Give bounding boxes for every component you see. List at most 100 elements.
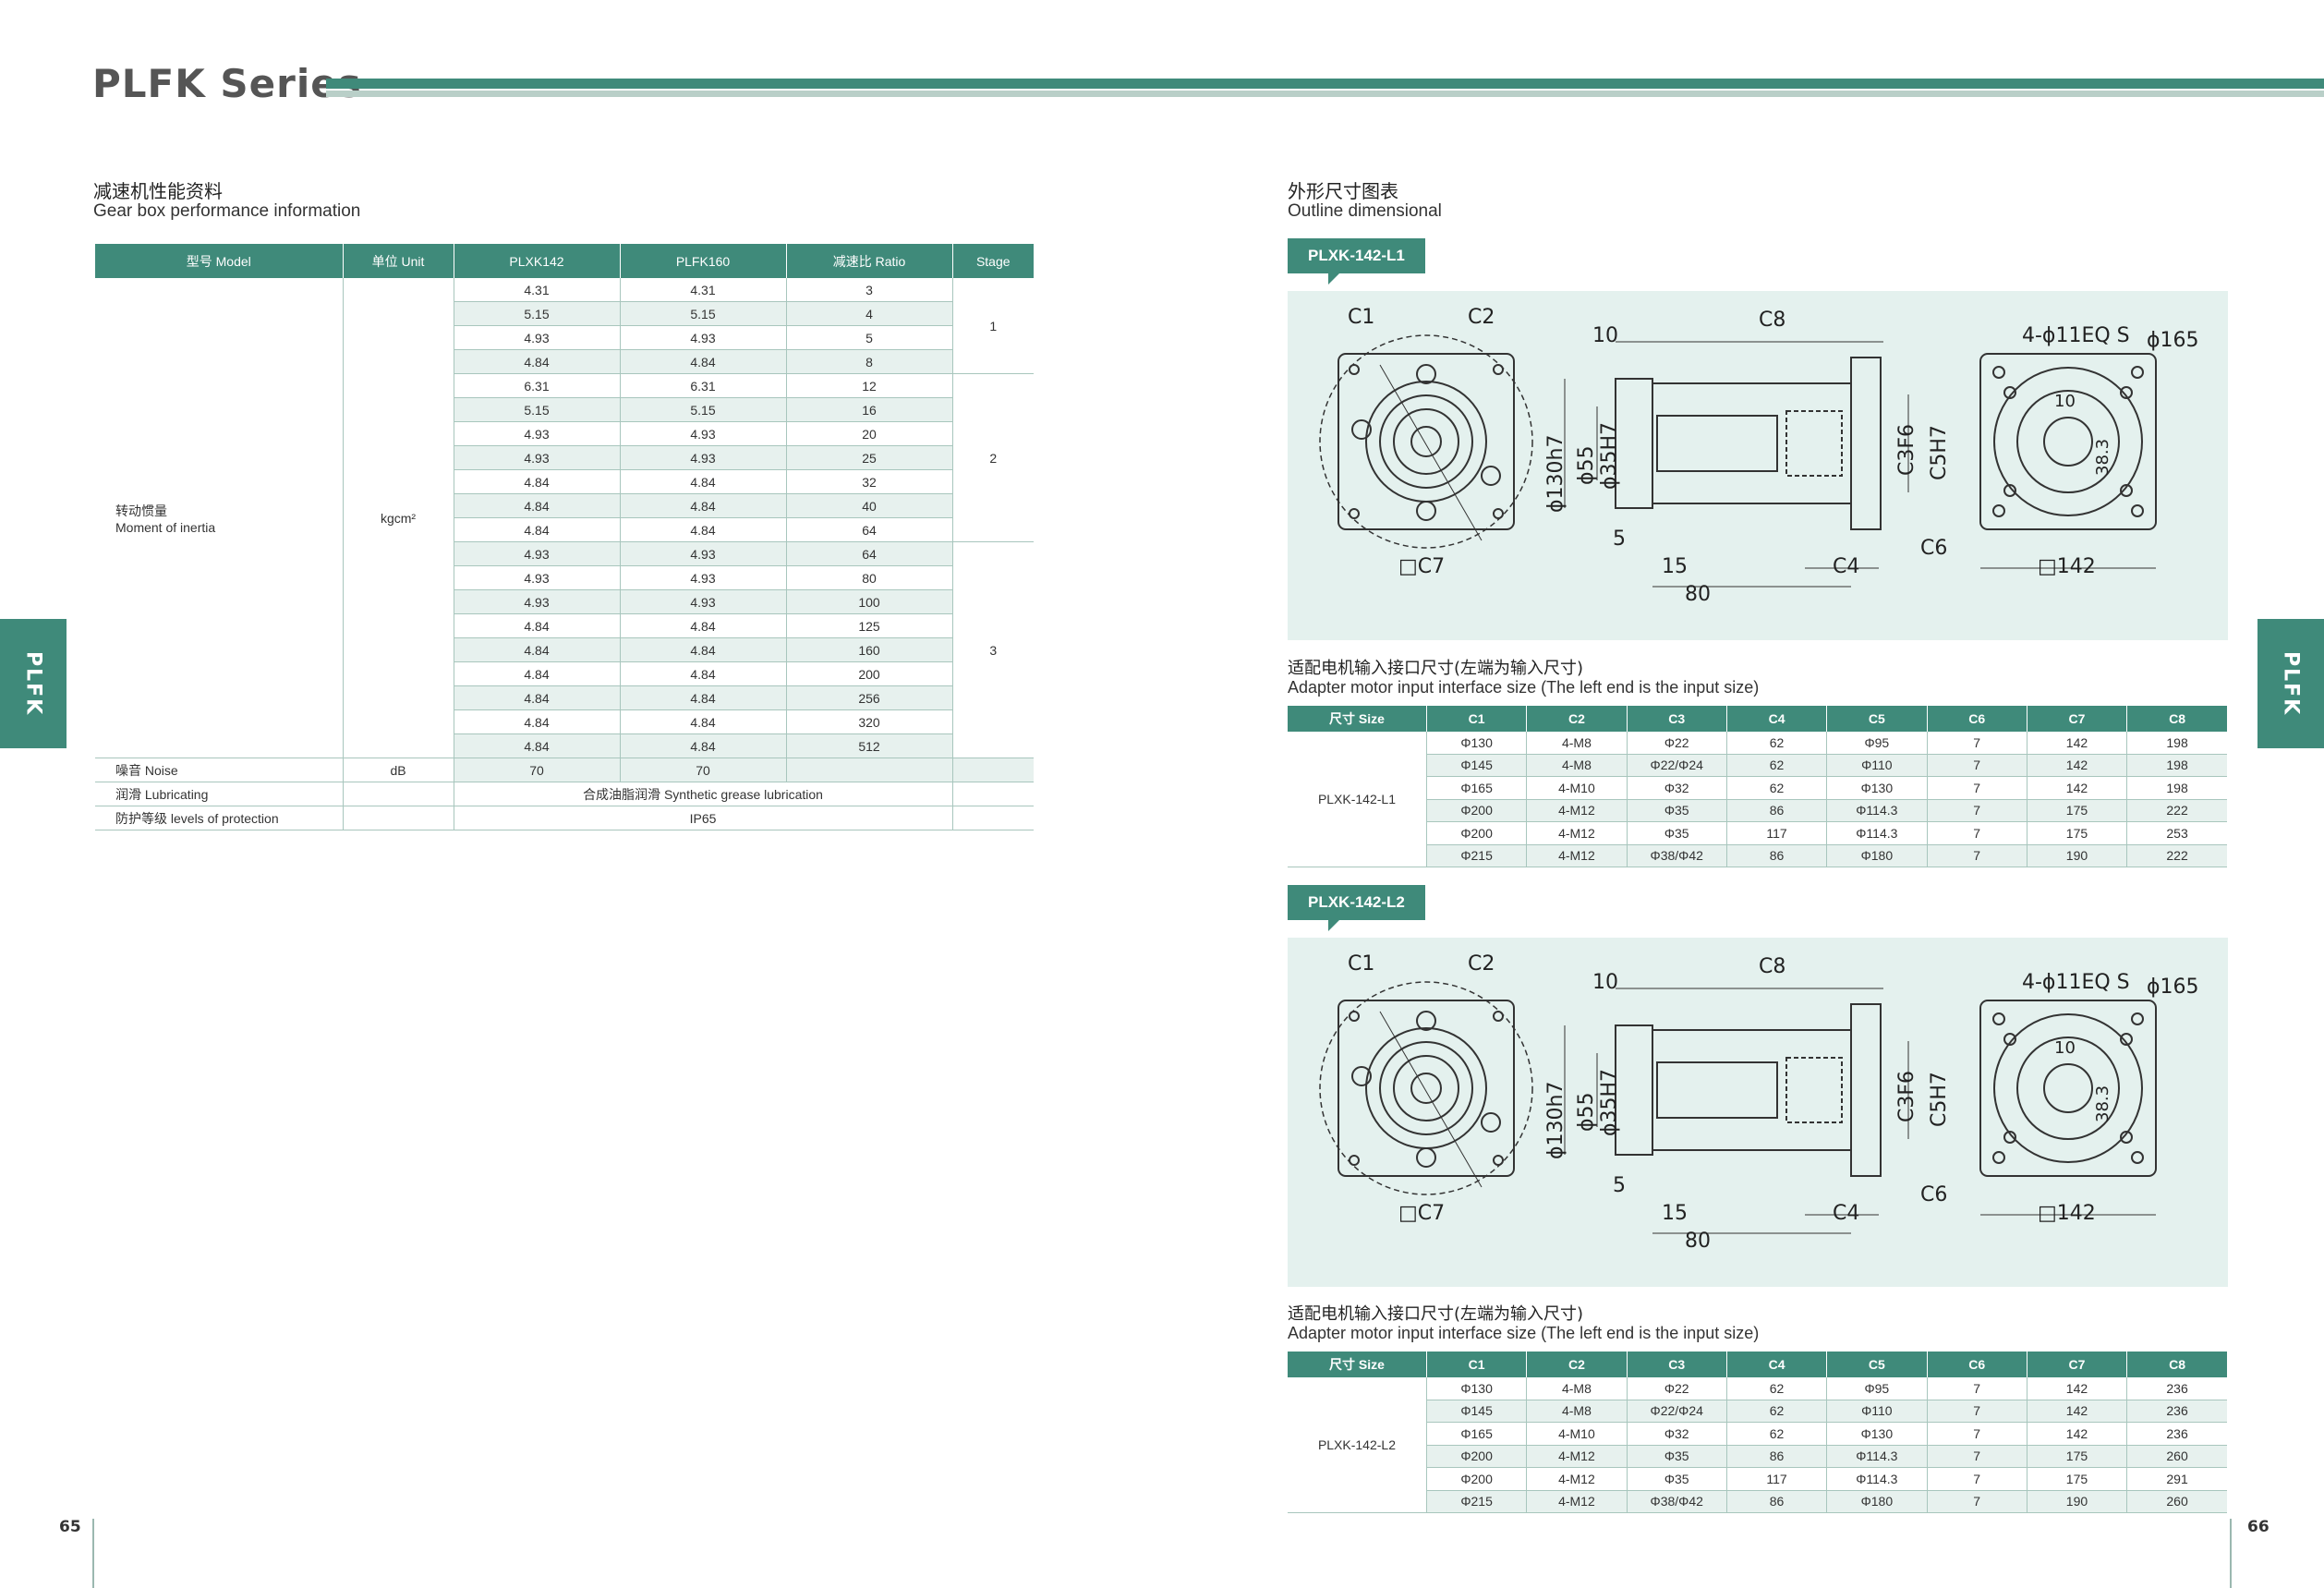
cell: 4.31 xyxy=(619,278,786,302)
side-body xyxy=(1652,382,1852,504)
hole xyxy=(1992,1012,2005,1025)
cell: 62 xyxy=(1725,732,1827,755)
cell: Φ200 xyxy=(1425,821,1527,845)
label-15: 15 xyxy=(1662,1202,1688,1225)
cell xyxy=(785,758,952,782)
cell: 4.93 xyxy=(453,565,620,590)
lub-label: 润滑 Lubricating xyxy=(95,782,343,806)
cell: 4.93 xyxy=(453,541,620,566)
label-c2: C2 xyxy=(1468,952,1495,976)
hole xyxy=(1416,364,1436,384)
cell: 4.84 xyxy=(453,493,620,518)
label-d55: ϕ55 xyxy=(1575,445,1598,485)
label-c5: C5H7 xyxy=(1928,425,1951,480)
cell: 7 xyxy=(1926,799,2027,822)
side-tab-right: PLFK xyxy=(2257,619,2324,748)
drawing-l2: C1 C2 □C7 10 C8 5 15 80 C4 C6 ϕ130h7 ϕ55… xyxy=(1288,938,2228,1287)
cell: 62 xyxy=(1725,1377,1827,1400)
cell: 4.84 xyxy=(619,469,786,494)
cell: 25 xyxy=(785,445,952,470)
cell: 291 xyxy=(2126,1467,2227,1491)
cell: 62 xyxy=(1725,776,1827,800)
header-bar-light xyxy=(326,91,2324,97)
page-number-right: 66 xyxy=(2247,1518,2270,1536)
hole xyxy=(2120,386,2133,399)
cell: 142 xyxy=(2026,732,2127,755)
cell: 190 xyxy=(2026,844,2127,867)
cell: 190 xyxy=(2026,1490,2127,1513)
cell: 4.84 xyxy=(619,733,786,758)
label-c6: C6 xyxy=(1920,1183,1947,1206)
hole xyxy=(1416,1011,1436,1031)
dim-header-cell: C5 xyxy=(1826,706,1928,732)
cell: 4.84 xyxy=(453,469,620,494)
dim-header-cell: C8 xyxy=(2126,1352,2227,1377)
label-c7: □C7 xyxy=(1398,1202,1445,1225)
cell: 6.31 xyxy=(619,373,786,398)
cell: 100 xyxy=(785,589,952,614)
label-d165: ϕ165 xyxy=(2147,329,2199,352)
cell: 16 xyxy=(785,397,952,422)
label-c1: C1 xyxy=(1348,306,1374,329)
inertia-label-cn: 转动惯量 xyxy=(115,503,167,518)
label-c3: C3F6 xyxy=(1895,424,1919,476)
cell: 4 xyxy=(785,301,952,326)
prot-label: 防护等级 levels of protection xyxy=(95,806,343,830)
cell: Φ95 xyxy=(1826,732,1927,755)
cell: Φ32 xyxy=(1626,776,1727,800)
cell: 4.84 xyxy=(619,661,786,686)
model-tag-tail-l2 xyxy=(1328,920,1339,931)
side-output-flange xyxy=(1850,357,1882,530)
noise-label: 噪音 Noise xyxy=(95,758,343,782)
dim-header-cell: C2 xyxy=(1526,1352,1628,1377)
dim-header-cell: 尺寸 Size xyxy=(1288,1352,1427,1377)
cell xyxy=(951,758,1034,782)
label-c3: C3F6 xyxy=(1895,1071,1919,1122)
label-c4: C4 xyxy=(1833,1202,1859,1225)
side-input-flange xyxy=(1615,1024,1653,1156)
cell: 4.31 xyxy=(453,278,620,302)
cell: Φ130 xyxy=(1826,1422,1927,1446)
cell: 86 xyxy=(1725,844,1827,867)
model-tag-l2: PLXK-142-L2 xyxy=(1288,885,1425,920)
dim-header-cell: C2 xyxy=(1526,706,1628,732)
right-flange-square xyxy=(1979,1000,2157,1177)
performance-table: 型号 Model 单位 Unit PLXK142 PLFK160 减速比 Rat… xyxy=(95,244,1034,830)
dim-header-cell: C1 xyxy=(1426,706,1528,732)
cell: Φ35 xyxy=(1626,1467,1727,1491)
cell: 4.93 xyxy=(619,421,786,446)
cell: 5.15 xyxy=(619,397,786,422)
cell: 175 xyxy=(2026,799,2127,822)
cell: Φ38/Φ42 xyxy=(1626,1490,1727,1513)
cell: 4.93 xyxy=(619,565,786,590)
cell: 200 xyxy=(785,661,952,686)
caption-en-l1: Adapter motor input interface size (The … xyxy=(1288,678,1760,697)
label-15: 15 xyxy=(1662,555,1688,578)
perf-header-row: 型号 Model 单位 Unit PLXK142 PLFK160 减速比 Rat… xyxy=(95,244,1034,278)
cell: 4.84 xyxy=(453,613,620,638)
cell: 125 xyxy=(785,613,952,638)
cell: 5.15 xyxy=(619,301,786,326)
perf-header-unit: 单位 Unit xyxy=(343,244,454,278)
label-d55: ϕ55 xyxy=(1575,1092,1598,1132)
cell: 4.84 xyxy=(453,661,620,686)
cell: 4.84 xyxy=(453,685,620,710)
cell: Φ130 xyxy=(1425,1377,1527,1400)
cell: 222 xyxy=(2126,799,2227,822)
cell: Φ114.3 xyxy=(1826,799,1927,822)
cell: 253 xyxy=(2126,821,2227,845)
cell: Φ110 xyxy=(1826,1400,1927,1423)
label-c1: C1 xyxy=(1348,952,1374,976)
cell: 142 xyxy=(2026,1377,2127,1400)
cell: Φ200 xyxy=(1425,799,1527,822)
side-tab-left: PLFK xyxy=(0,619,67,748)
cell: Φ200 xyxy=(1425,1445,1527,1468)
